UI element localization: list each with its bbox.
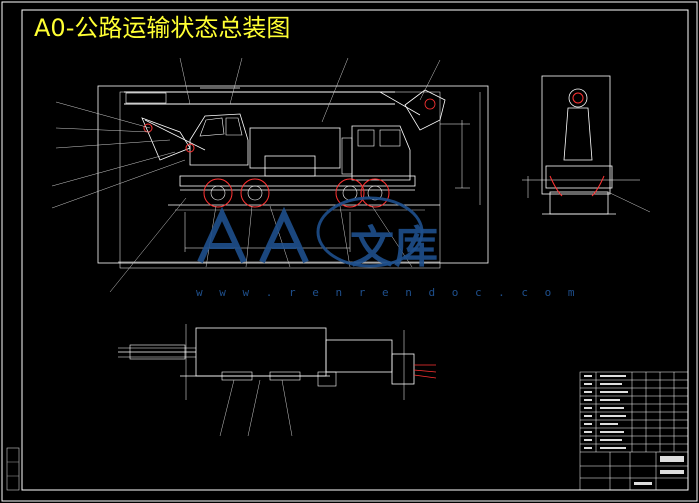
top-view-red [413,364,437,379]
side-view [97,85,489,269]
side-view-wheels [143,123,390,208]
end-view-wheels [549,92,605,197]
side-label-strip [6,447,20,491]
drawing-title: A0-公路运输状态总装图 [34,14,291,42]
parts-list-text-marks [584,375,684,485]
watermark-logo [197,196,424,268]
wheel-front-1 [203,178,233,208]
sheet-border-inner [21,9,689,491]
wheel-rear-2 [360,178,390,208]
leader-lines-top [219,379,293,437]
leader-end-view [607,191,651,213]
watermark-url: w w w . r e n r e n d o c . c o m [196,286,580,299]
top-view [118,324,415,400]
wheel-front-2 [240,178,270,208]
parts-list [579,371,689,491]
end-view [522,75,640,215]
wheel-rear-1 [335,178,365,208]
